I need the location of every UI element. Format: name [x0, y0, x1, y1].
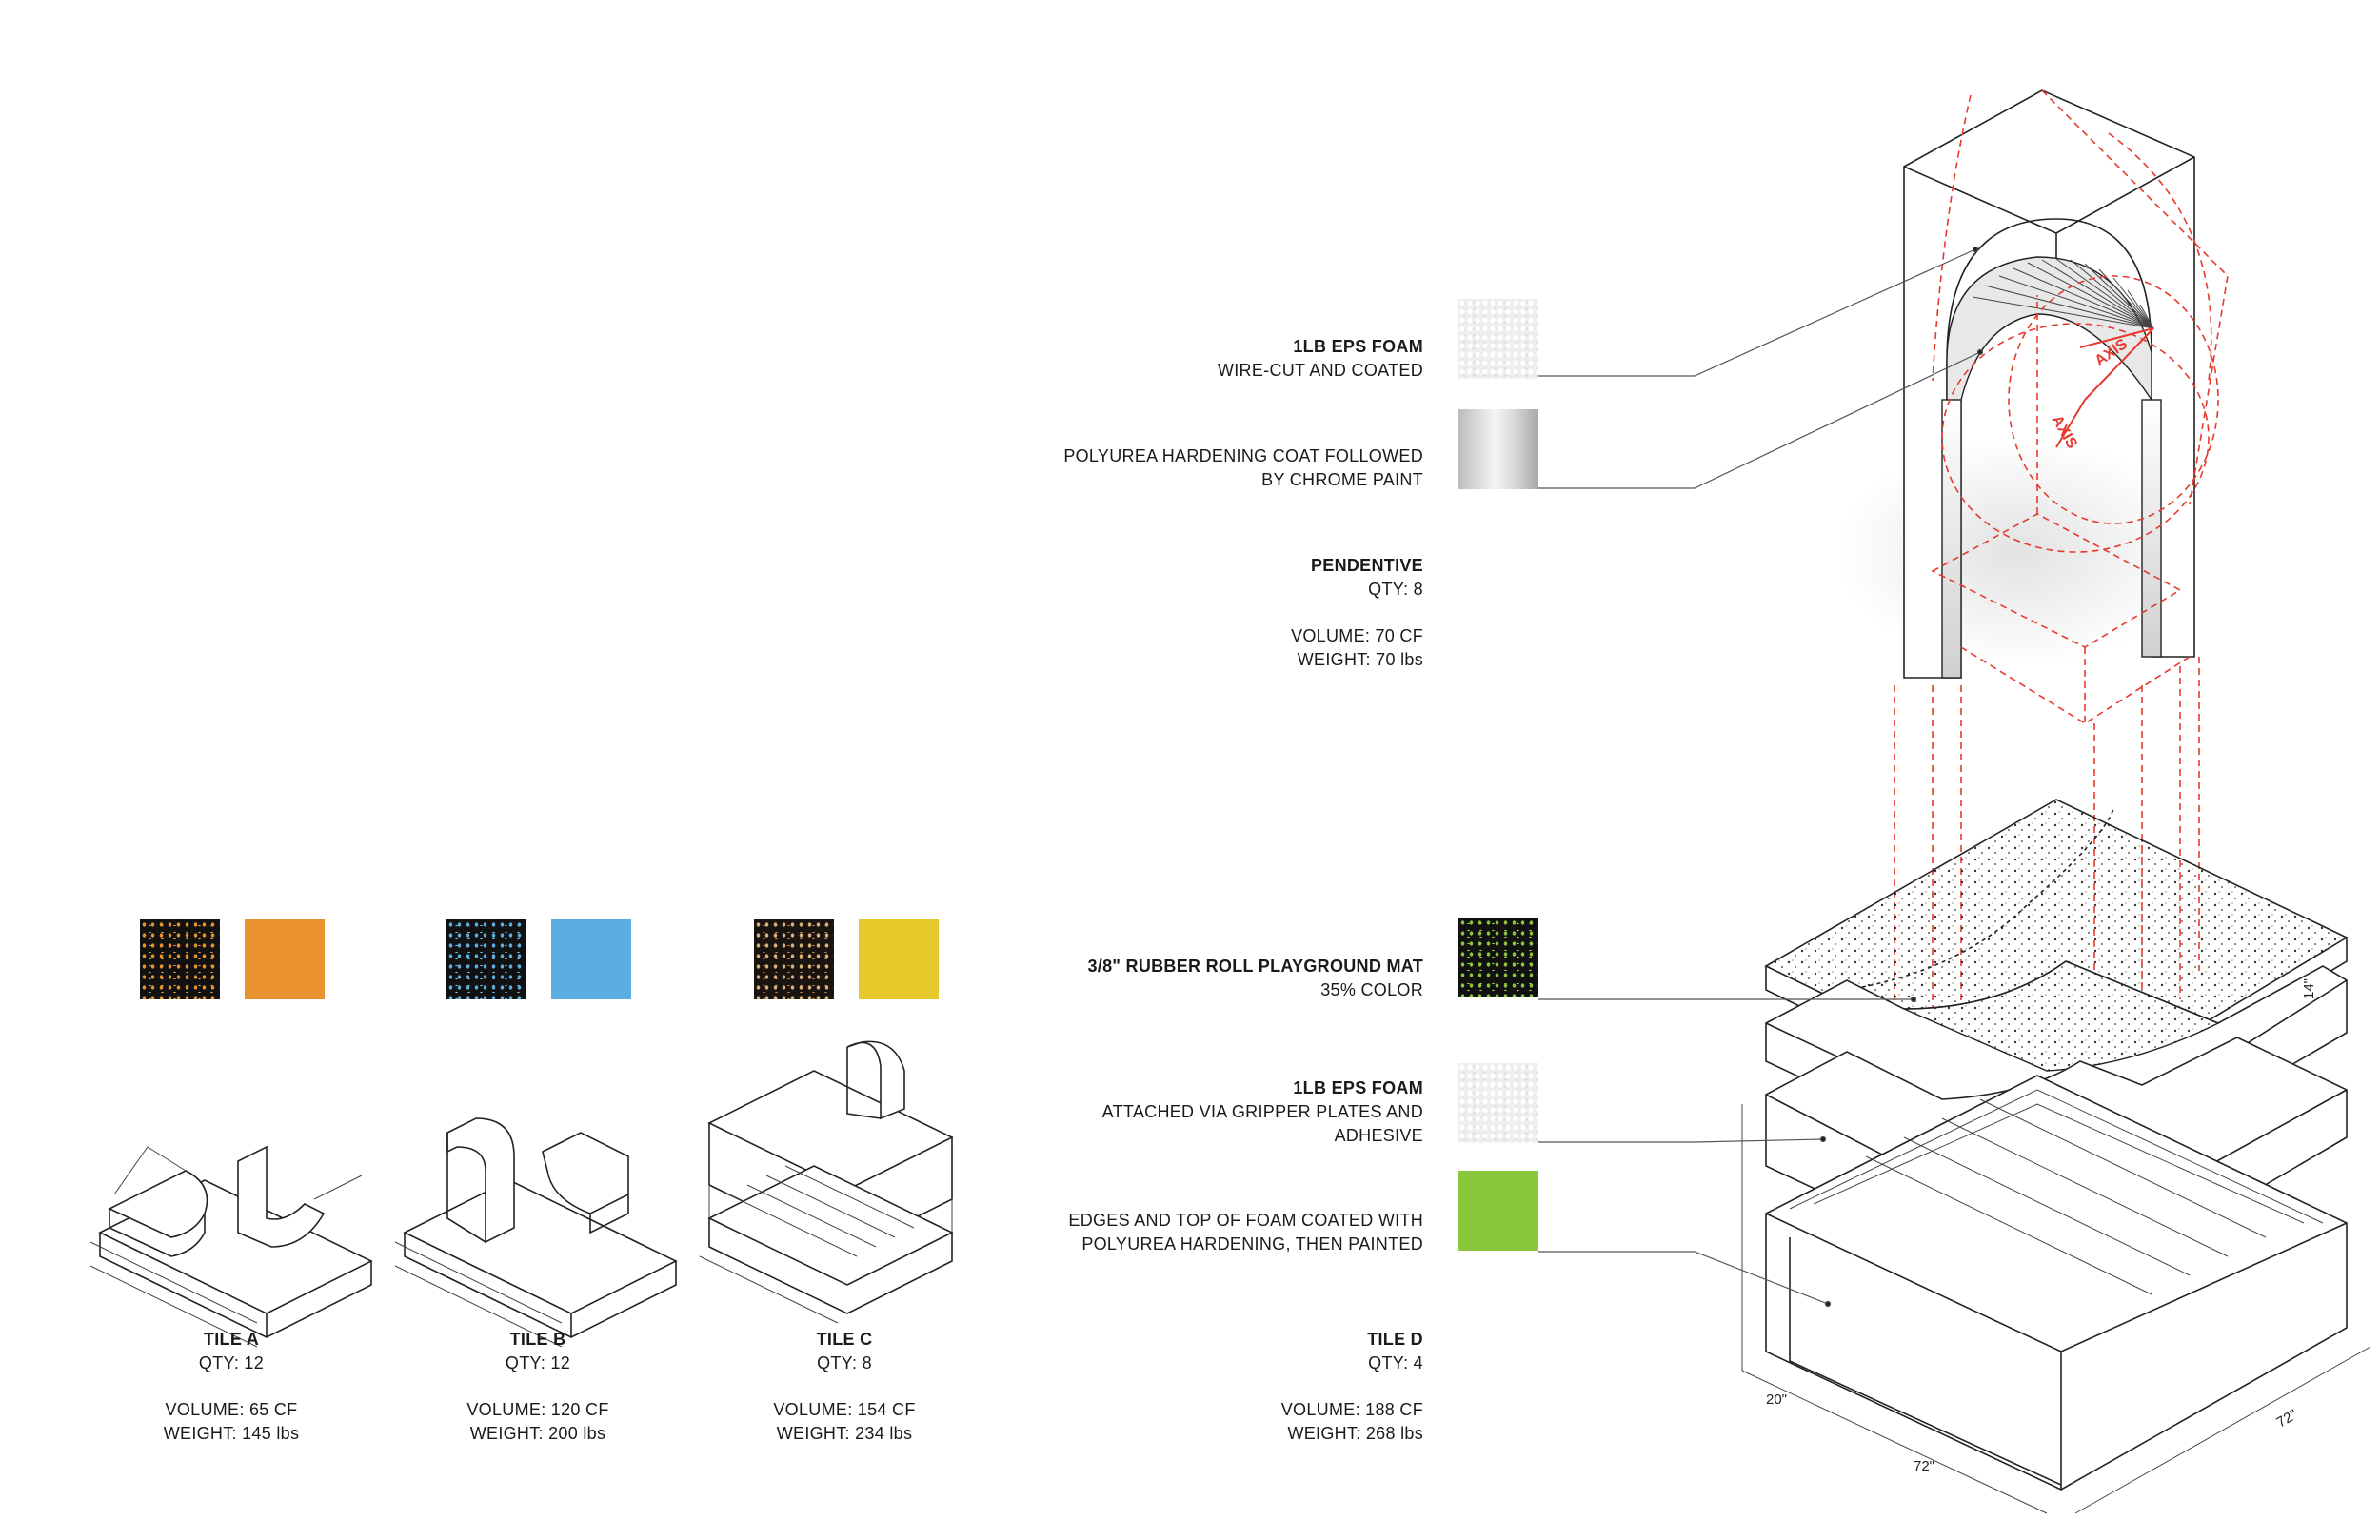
green-paint-swatch: [1458, 1171, 1538, 1251]
dim-72-b: 72": [2274, 1407, 2301, 1431]
tile-d-foam-line1: ATTACHED VIA GRIPPER PLATES AND: [1101, 1102, 1423, 1121]
pendentive-material1-desc: WIRE-CUT AND COATED: [1217, 361, 1423, 380]
pendentive-drawing: [1837, 89, 2229, 724]
pendentive-name: PENDENTIVE: [1310, 556, 1423, 575]
tile-d-mat-desc: 35% COLOR: [1320, 980, 1423, 999]
tile-d-edges-line2: POLYUREA HARDENING, THEN PAINTED: [1081, 1234, 1423, 1254]
tile-d-mat-title: 3/8" RUBBER ROLL PLAYGROUND MAT: [1087, 957, 1423, 976]
tile-d-qty: QTY: 4: [1368, 1353, 1423, 1372]
tile-d-name: TILE D: [1367, 1330, 1423, 1349]
pendentive-weight: WEIGHT: 70 lbs: [1297, 650, 1423, 669]
tile-c-qty: QTY: 8: [817, 1353, 872, 1372]
tile-b-volume: VOLUME: 120 CF: [466, 1400, 609, 1419]
tile-d-volume: VOLUME: 188 CF: [1280, 1400, 1423, 1419]
dim-72-a: 72": [1914, 1458, 1934, 1474]
pendentive-qty: QTY: 8: [1368, 580, 1423, 599]
tile-c-drawing: [699, 1040, 954, 1324]
tile-c-weight: WEIGHT: 234 lbs: [776, 1424, 913, 1443]
tile-a-swatch-speckled: [140, 919, 220, 999]
tile-d-edges-line1: EDGES AND TOP OF FOAM COATED WITH: [1068, 1211, 1423, 1230]
leader-lines: [1538, 246, 1984, 1308]
tile-b-drawing: [394, 1117, 678, 1348]
tile-d-weight: WEIGHT: 268 lbs: [1287, 1424, 1423, 1443]
tile-c-swatch-solid: [859, 919, 939, 999]
dim-14: 14": [2301, 978, 2317, 999]
rubber-mat-swatch: [1458, 918, 1538, 997]
tile-d-foam-line2: ADHESIVE: [1334, 1126, 1423, 1145]
pendentive-material2-line1: POLYUREA HARDENING COAT FOLLOWED: [1063, 446, 1423, 465]
tile-a-volume: VOLUME: 65 CF: [165, 1400, 298, 1419]
chrome-swatch: [1458, 409, 1538, 489]
tile-a-drawing: [89, 1145, 373, 1348]
tile-b-swatch-solid: [551, 919, 631, 999]
dim-20: 20": [1766, 1392, 1787, 1408]
pendentive-volume: VOLUME: 70 CF: [1291, 626, 1423, 645]
tile-b-qty: QTY: 12: [505, 1353, 571, 1372]
tile-d-foam-title: 1LB EPS FOAM: [1293, 1078, 1423, 1097]
tile-b-swatch-speckled: [446, 919, 526, 999]
pendentive-material1-title: 1LB EPS FOAM: [1293, 337, 1423, 356]
pendentive-material2-line2: BY CHROME PAINT: [1261, 470, 1423, 489]
eps-foam-swatch-2: [1458, 1063, 1538, 1143]
tile-b-weight: WEIGHT: 200 lbs: [469, 1424, 606, 1443]
tile-a-weight: WEIGHT: 145 lbs: [163, 1424, 300, 1443]
tile-d-drawing: [1741, 799, 2371, 1514]
tile-c-name: TILE C: [816, 1330, 873, 1349]
tile-b-name: TILE B: [509, 1330, 566, 1349]
tile-c-swatch-speckled: [754, 919, 834, 999]
tile-a-swatch-solid: [245, 919, 325, 999]
tile-c-volume: VOLUME: 154 CF: [773, 1400, 916, 1419]
tile-a-qty: QTY: 12: [198, 1353, 265, 1372]
tile-a-name: TILE A: [203, 1330, 260, 1349]
eps-foam-swatch: [1458, 299, 1538, 379]
